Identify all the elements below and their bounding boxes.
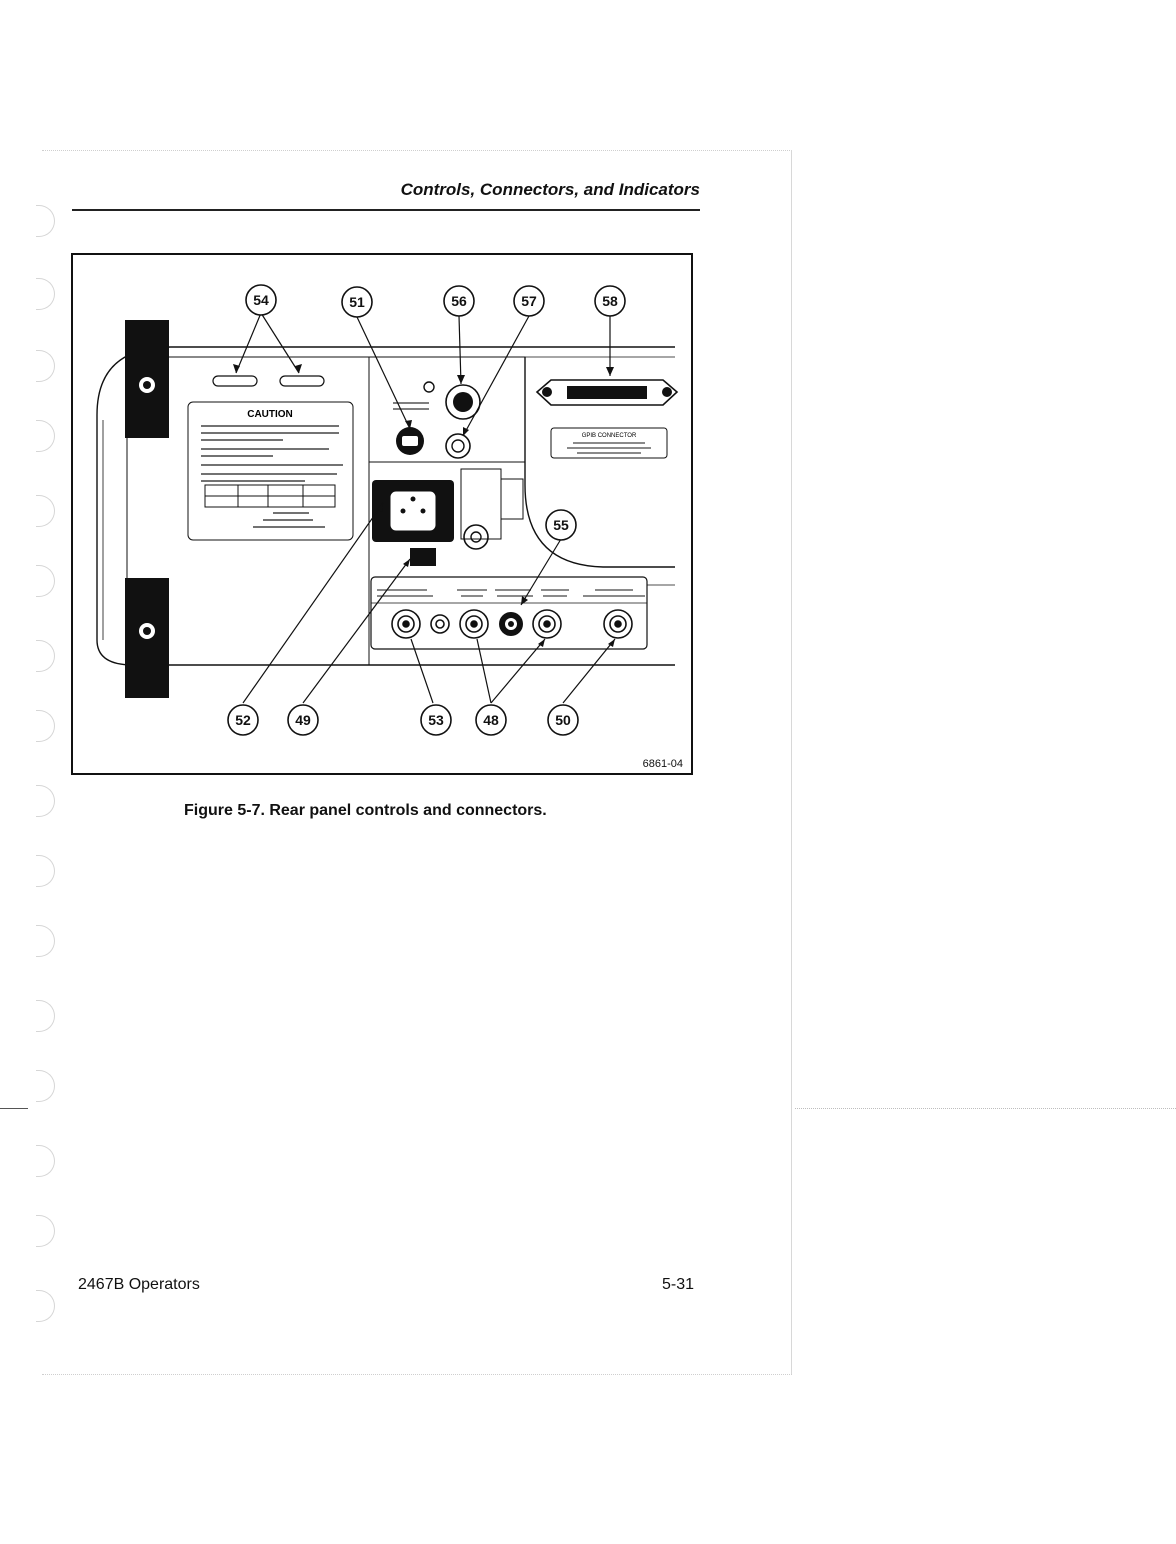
binder-hole [36, 565, 55, 597]
binder-hole [36, 1290, 55, 1322]
callout-51: 51 [349, 294, 365, 310]
binder-hole [36, 1070, 55, 1102]
binder-hole [36, 785, 55, 817]
callout-54: 54 [253, 292, 269, 308]
callout-55: 55 [553, 517, 569, 533]
callout-50: 50 [555, 712, 571, 728]
binder-hole [36, 205, 55, 237]
figure-caption: Figure 5-7. Rear panel controls and conn… [184, 802, 547, 819]
footer-page-number: 5-31 [662, 1276, 695, 1293]
figure-id: 6861-04 [643, 758, 683, 770]
callout-49: 49 [295, 712, 311, 728]
callout-56: 56 [451, 293, 467, 309]
footer-manual-name: 2467B Operators [78, 1276, 200, 1293]
page-edge-top [42, 150, 792, 151]
rear-panel-figure: CAUTION [71, 253, 693, 775]
margin-dash [0, 1108, 28, 1109]
binder-hole [36, 278, 55, 310]
callout-48: 48 [483, 712, 499, 728]
binder-hole [36, 640, 55, 672]
callout-58: 58 [602, 293, 618, 309]
section-header: Controls, Connectors, and Indicators [400, 180, 700, 199]
binder-hole [36, 1215, 55, 1247]
caution-heading: CAUTION [247, 409, 293, 420]
binder-hole [36, 855, 55, 887]
binder-hole [36, 710, 55, 742]
header-rule [72, 209, 700, 211]
binder-hole [36, 495, 55, 527]
callout-53: 53 [428, 712, 444, 728]
page-edge-bottom [42, 1374, 792, 1375]
binder-hole [36, 1000, 55, 1032]
gpib-connector-label: GPIB CONNECTOR [582, 433, 637, 439]
binder-hole [36, 925, 55, 957]
margin-rule [795, 1108, 1176, 1109]
binder-hole [36, 420, 55, 452]
binder-hole [36, 350, 55, 382]
callout-57: 57 [521, 293, 537, 309]
page-edge-right [791, 150, 792, 1375]
callout-52: 52 [235, 712, 251, 728]
rear-panel-illustration: CAUTION [96, 284, 683, 770]
binder-hole [36, 1145, 55, 1177]
